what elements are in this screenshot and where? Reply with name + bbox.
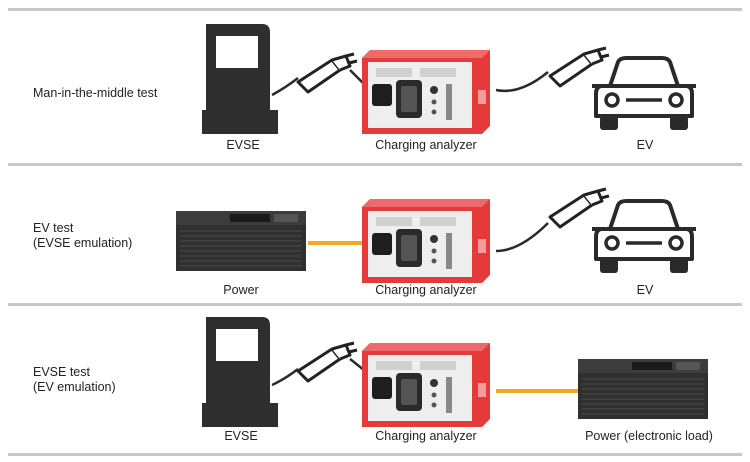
power-supply-icon — [577, 358, 709, 420]
charging-analyzer-icon — [362, 50, 490, 134]
cables — [308, 222, 549, 253]
caption-left: EVSE — [226, 138, 260, 152]
caption-left: EVSE — [224, 429, 258, 443]
divider-2 — [8, 303, 742, 306]
plug-icon — [296, 52, 359, 94]
ev-car-icon — [590, 56, 698, 132]
caption-center: Charging analyzer — [375, 138, 477, 152]
divider-1 — [8, 163, 742, 166]
evse-icon — [202, 317, 278, 427]
caption-center: Charging analyzer — [375, 283, 477, 297]
row-label: EV test (EVSE emulation) — [33, 221, 133, 250]
caption-center: Charging analyzer — [375, 429, 477, 443]
charging-analyzer-icon — [362, 343, 490, 427]
caption-left: Power — [223, 283, 259, 297]
row-label: EVSE test (EV emulation) — [33, 365, 116, 394]
caption-right: EV — [636, 138, 654, 152]
plug-icon — [296, 341, 359, 383]
power-supply-icon — [175, 210, 307, 272]
caption-right: Power (electronic load) — [585, 429, 713, 443]
ev-car-icon — [590, 199, 698, 275]
caption-right: EV — [636, 283, 654, 297]
charging-analyzer-icon — [362, 199, 490, 283]
row-ev-test: EV test (EVSE emulation) Power Charging … — [0, 163, 750, 303]
evse-icon — [202, 24, 278, 134]
row-man-in-the-middle: Man-in-the-middle test EVSE Charging ana… — [0, 0, 750, 163]
divider-bottom — [8, 453, 742, 456]
row-label: Man-in-the-middle test — [33, 86, 158, 100]
row-evse-test: EVSE test (EV emulation) EVSE Charging a… — [0, 303, 750, 453]
divider-top — [8, 8, 742, 11]
